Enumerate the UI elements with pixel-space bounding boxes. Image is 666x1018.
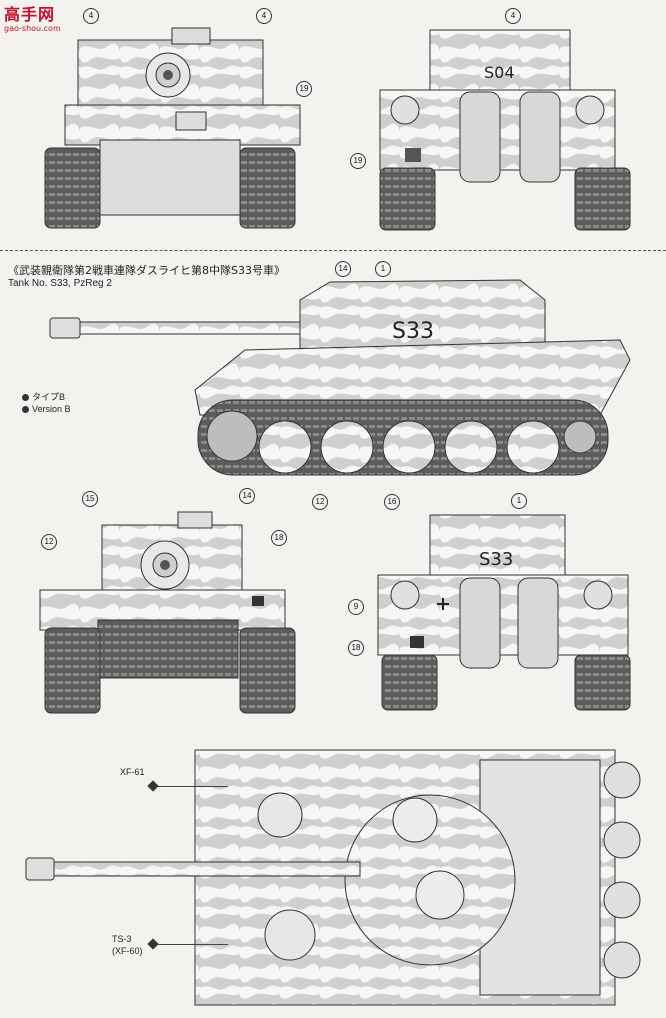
callout-18: 18 xyxy=(348,640,364,656)
paint-ts3-label: TS-3 xyxy=(112,934,132,944)
section-title-en: Tank No. S33, PzReg 2 xyxy=(8,278,112,289)
callout-12: 12 xyxy=(312,494,328,510)
legend-label: Version B xyxy=(32,404,71,414)
callout-1: 1 xyxy=(375,261,391,277)
section-divider xyxy=(0,250,666,251)
marking-s04: S04 xyxy=(484,63,515,82)
callout-16: 16 xyxy=(384,494,400,510)
callout-4: 4 xyxy=(83,8,99,24)
rear-view-top xyxy=(379,29,631,231)
callout-4: 4 xyxy=(505,8,521,24)
front-view-s33 xyxy=(39,511,296,714)
callout-4: 4 xyxy=(256,8,272,24)
bullet-icon xyxy=(22,406,29,414)
section-title-jp: 《武装親衛隊第2戦車連隊ダスライヒ第8中隊S33号車》 xyxy=(8,264,285,277)
watermark-url: gao-shou.com xyxy=(4,24,61,33)
top-view xyxy=(25,749,641,1006)
rear-view-s33 xyxy=(377,514,631,711)
callout-18: 18 xyxy=(271,530,287,546)
watermark: 高手网 gao-shou.com xyxy=(4,6,70,36)
marking-s33-side: S33 xyxy=(392,319,434,344)
leader-line xyxy=(158,786,228,787)
callout-9: 9 xyxy=(348,599,364,615)
bullet-icon xyxy=(22,394,29,402)
paint-xf61-label: XF-61 xyxy=(120,767,145,777)
legend-item: Version B xyxy=(22,403,71,415)
callout-19: 19 xyxy=(296,81,312,97)
version-legend: タイプB Version B xyxy=(22,391,71,415)
side-view xyxy=(49,279,631,476)
paint-xf60-label: (XF-60) xyxy=(112,946,143,956)
front-view-top xyxy=(44,27,301,229)
leader-line xyxy=(158,944,228,945)
callout-1: 1 xyxy=(511,493,527,509)
legend-item: タイプB xyxy=(22,391,71,403)
callout-14: 14 xyxy=(335,261,351,277)
callout-14: 14 xyxy=(239,488,255,504)
callout-12: 12 xyxy=(41,534,57,550)
callout-15: 15 xyxy=(82,491,98,507)
legend-label: タイプB xyxy=(32,392,66,402)
marking-s33-rear: S33 xyxy=(479,549,513,570)
callout-19: 19 xyxy=(350,153,366,169)
watermark-logo: 高手网 xyxy=(4,5,56,24)
